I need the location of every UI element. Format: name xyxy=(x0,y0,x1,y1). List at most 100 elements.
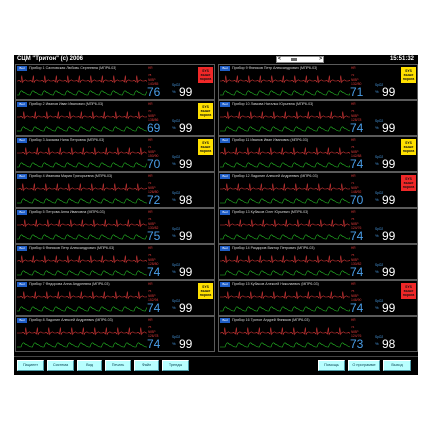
hr-label: HR xyxy=(351,138,356,142)
bed-button[interactable]: Bed xyxy=(17,173,27,179)
device-patient-label: Прибор 6 Фиников Петр Александрович (МПР… xyxy=(29,245,115,250)
bed-button[interactable]: Bed xyxy=(17,245,27,251)
pulse-rate-value: 69 xyxy=(147,121,161,135)
pulse-rate-value: 71 xyxy=(350,85,364,99)
bed-button[interactable]: Bed xyxy=(220,317,230,323)
toolbar-button[interactable]: Пациент xyxy=(17,360,44,371)
spo2-label: SpO2 xyxy=(375,335,384,339)
spo2-label: SpO2 xyxy=(375,83,384,87)
device-patient-label: Прибор 16 Тритон Андрей Фиников (МПР6-03… xyxy=(232,317,310,322)
bed-button[interactable]: Bed xyxy=(220,209,230,215)
scroll-thumb[interactable] xyxy=(291,58,297,61)
scroll-left-arrow-icon[interactable]: < xyxy=(278,56,281,62)
alarm-text: выше xyxy=(200,145,211,149)
hr-value: 74 xyxy=(351,325,355,329)
hr-value: 78 xyxy=(148,73,152,77)
bed-button[interactable]: Bed xyxy=(17,317,27,323)
scroll-right-arrow-icon[interactable]: > xyxy=(319,56,322,62)
device-patient-label: Прибор 5 Петрова Анна Ивановна (МПР6-03) xyxy=(29,209,105,214)
bed-button[interactable]: Bed xyxy=(220,245,230,251)
bed-button[interactable]: Bed xyxy=(17,137,27,143)
device-patient-label: Прибор 11 Иванов Иван Иванович (МПР6-03) xyxy=(232,137,308,142)
spo2-percent-unit: % xyxy=(172,305,176,310)
bed-button[interactable]: Bed xyxy=(17,281,27,287)
toolbar-button[interactable]: Файл xyxy=(134,360,159,371)
bed-button[interactable]: Bed xyxy=(220,137,230,143)
nibp-value: 130/82 xyxy=(351,262,362,266)
hr-label: HR xyxy=(148,318,153,322)
page-scroller[interactable]: < > xyxy=(276,56,324,63)
toolbar-button[interactable]: О программе xyxy=(348,360,380,371)
spo2-plethysmogram xyxy=(17,342,147,348)
bed-button[interactable]: Bed xyxy=(220,101,230,107)
spo2-value: 99 xyxy=(179,85,193,99)
bed-button[interactable]: Bed xyxy=(17,65,27,71)
nibp-label: NIBP xyxy=(148,186,156,190)
pulse-rate-value: 72 xyxy=(147,193,161,207)
spo2-plethysmogram xyxy=(220,306,350,312)
toolbar-button[interactable]: Тренды xyxy=(162,360,189,371)
toolbar-button[interactable]: Вид xyxy=(77,360,102,371)
spo2-percent-unit: % xyxy=(375,233,379,238)
spo2-value: 99 xyxy=(179,265,193,279)
hr-label: HR xyxy=(351,318,356,322)
spo2-percent-unit: % xyxy=(172,197,176,202)
spo2-percent-unit: % xyxy=(172,233,176,238)
bed-button[interactable]: Bed xyxy=(220,281,230,287)
bed-button[interactable]: Bed xyxy=(220,173,230,179)
spo2-percent-unit: % xyxy=(172,341,176,346)
spo2-value: 99 xyxy=(179,301,193,315)
nibp-label: NIBP xyxy=(148,294,156,298)
toolbar-button[interactable]: Выход xyxy=(383,360,411,371)
ecg-waveform xyxy=(220,255,350,264)
waveform-area xyxy=(17,255,147,276)
ecg-waveform xyxy=(220,327,350,336)
device-patient-label: Прибор 10 Ламова Наталья Юрьевна (МПР6-0… xyxy=(232,101,314,106)
toolbar-button[interactable]: Печать xyxy=(105,360,131,371)
waveform-area xyxy=(17,75,147,96)
pulse-rate-value: 74 xyxy=(350,121,364,135)
device-patient-label: Прибор 3 Азизова Нина Петровна (МПР6-03) xyxy=(29,137,105,142)
spo2-plethysmogram xyxy=(17,234,147,240)
bed-button[interactable]: Bed xyxy=(220,65,230,71)
alarm-text: порога xyxy=(402,185,415,189)
bed-button[interactable]: Bed xyxy=(17,209,27,215)
toolbar-button[interactable]: Помощь xyxy=(318,360,345,371)
hr-label: HR xyxy=(148,66,153,70)
ecg-waveform xyxy=(17,219,147,228)
bed-button[interactable]: Bed xyxy=(17,101,27,107)
toolbar-button[interactable]: Система xyxy=(47,360,74,371)
ecg-waveform xyxy=(220,147,350,156)
